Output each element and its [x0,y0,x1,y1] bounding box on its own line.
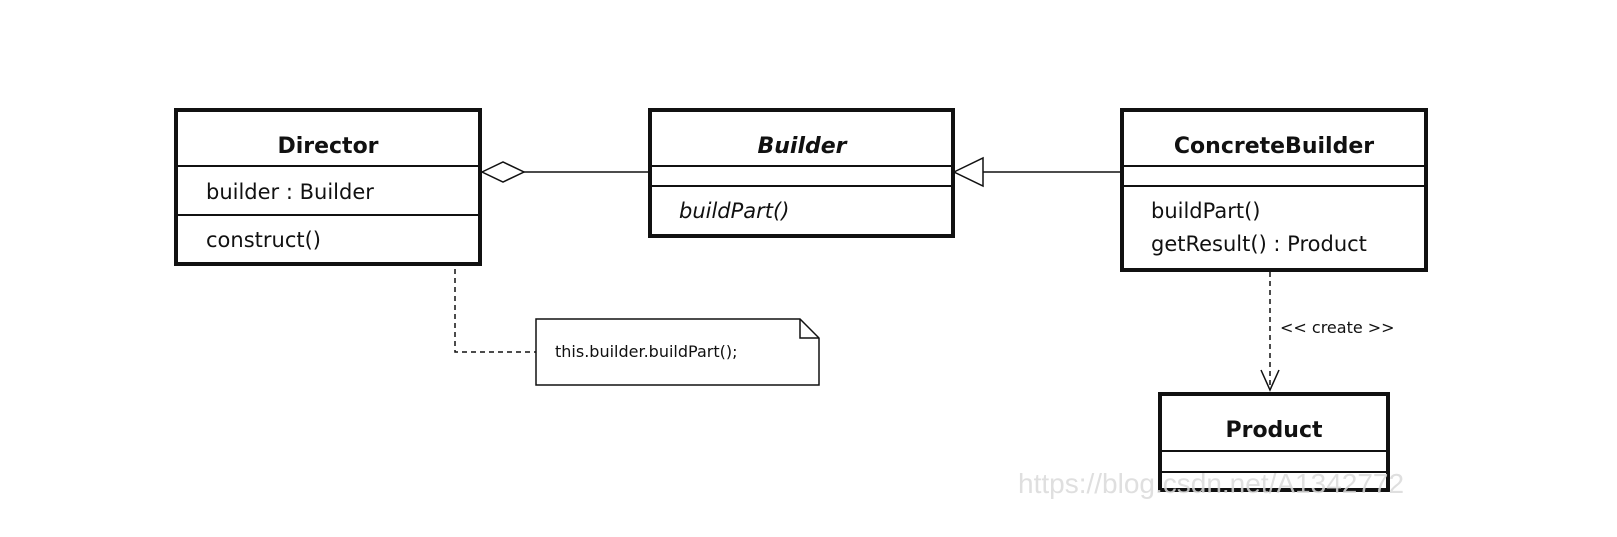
class-name: Director [277,134,378,159]
class-attribute: builder : Builder [206,180,374,204]
aggregation-link [480,161,650,183]
class-name: ConcreteBuilder [1174,134,1374,159]
note-fold-icon [799,319,819,339]
note-text: this.builder.buildPart(); [555,342,737,361]
create-dependency-link: << create >> [1260,272,1395,392]
class-concrete-builder: ConcreteBuilder buildPart() getResult() … [1120,108,1428,272]
create-stereotype-label: << create >> [1280,318,1395,337]
code-note: this.builder.buildPart(); [535,318,820,386]
class-builder: Builder buildPart() [648,108,955,238]
class-operation: buildPart() [1151,199,1260,223]
class-director: Director builder : Builder construct() [174,108,482,266]
aggregation-diamond-icon [480,161,526,183]
class-operation: buildPart() [679,199,789,223]
class-product: Product [1158,392,1390,492]
class-name: Product [1225,418,1323,443]
watermark: https://blog.csdn.net/A1342772 [1018,468,1404,499]
generalization-link [952,156,1122,188]
class-operation: construct() [206,228,321,252]
class-operation: getResult() : Product [1151,232,1367,256]
inheritance-arrow-icon [952,156,984,188]
open-arrowhead-icon [1260,369,1280,392]
class-name: Builder [757,134,847,159]
